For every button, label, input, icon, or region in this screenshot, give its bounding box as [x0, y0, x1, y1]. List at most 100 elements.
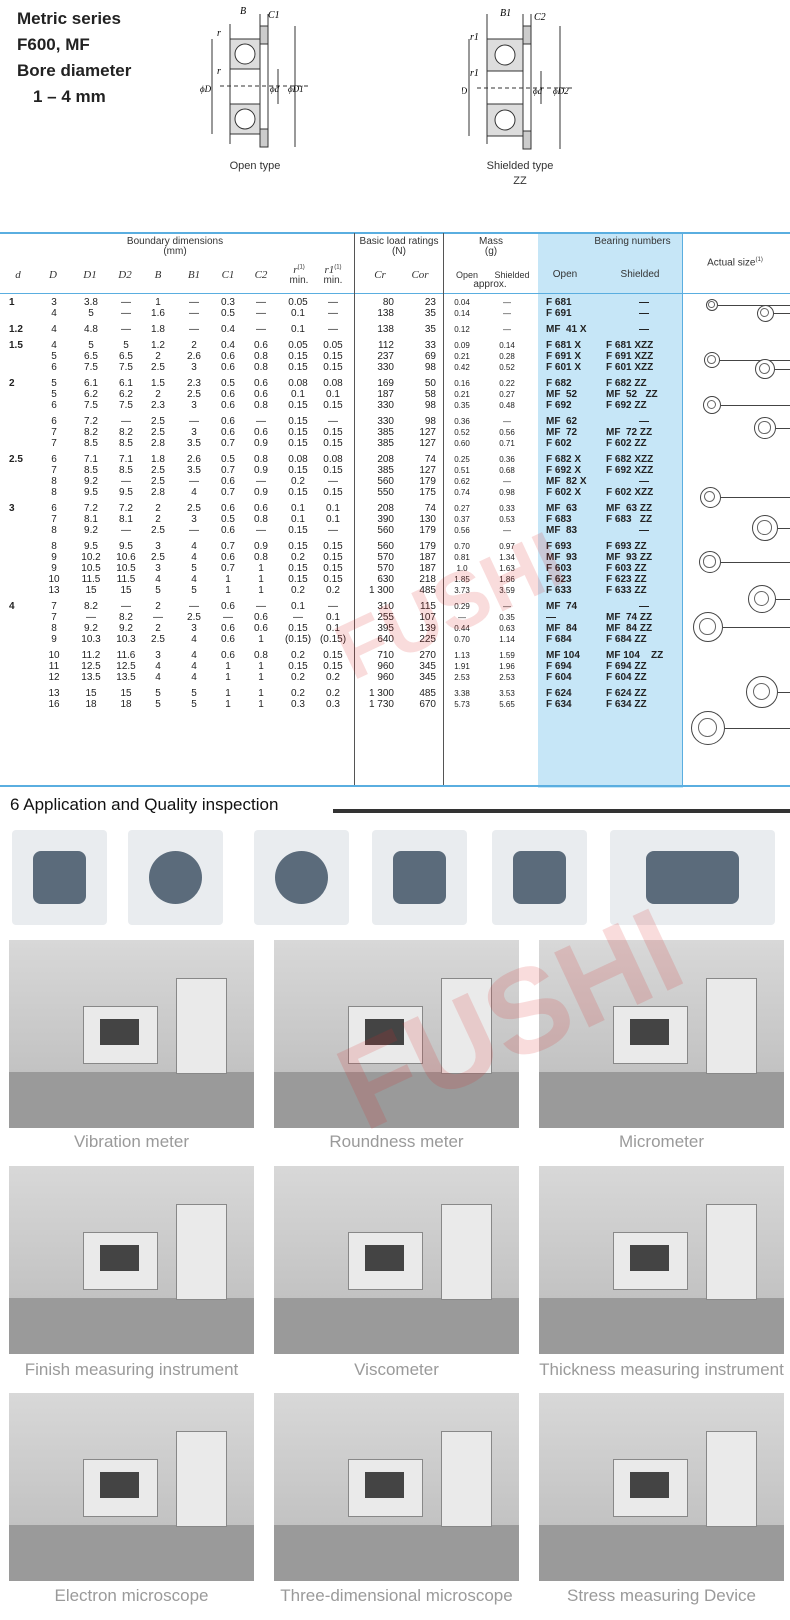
- bearing-number-shielded: —: [639, 416, 649, 427]
- table-cell: 1: [225, 672, 231, 683]
- table-cell: —: [189, 324, 199, 335]
- table-cell: 15: [85, 688, 97, 699]
- table-cell: 5: [88, 308, 94, 319]
- table-cell: 0.1: [291, 503, 305, 514]
- table-cell: 0.15: [323, 487, 343, 498]
- bearing-number-shielded: F 682 XZZ: [606, 454, 654, 465]
- table-cell: 11.5: [81, 574, 101, 585]
- table-cell: 0.8: [254, 400, 268, 411]
- table-cell: 0.6: [221, 525, 235, 536]
- table-cell: —: [503, 325, 511, 334]
- table-cell: 2.8: [151, 487, 165, 498]
- series-title: Metric series F600, MF Bore diameter 1 –…: [17, 6, 131, 110]
- table-cell: —: [121, 308, 131, 319]
- actual-size-header: Actual size(1): [707, 257, 763, 269]
- table-cell: 4: [51, 308, 57, 319]
- table-cell: 485: [419, 688, 436, 699]
- table-cell: 0.5: [221, 308, 235, 319]
- table-cell: 8: [51, 525, 57, 536]
- table-cell: 670: [419, 699, 436, 710]
- table-cell: 15: [120, 688, 132, 699]
- table-cell: 187: [377, 389, 394, 400]
- table-cell: 0.68: [499, 466, 515, 475]
- table-cell: 0.44: [454, 624, 470, 633]
- bearing-number-shielded: F 691 XZZ: [606, 351, 654, 362]
- table-cell: 0.6: [221, 476, 235, 487]
- table-cell: 255: [377, 612, 394, 623]
- table-cell: 0.1: [291, 601, 305, 612]
- table-cell: 570: [377, 552, 394, 563]
- table-cell: 6: [51, 416, 57, 427]
- table-cell: 179: [419, 541, 436, 552]
- table-cell: 0.6: [254, 612, 268, 623]
- shielded-type-caption: Shielded type: [486, 160, 554, 172]
- table-cell: 560: [377, 525, 394, 536]
- inspection-photo: [274, 1393, 519, 1581]
- table-cell: —: [503, 602, 511, 611]
- table-cell: 0.6: [221, 623, 235, 634]
- table-cell: 385: [377, 438, 394, 449]
- shielded-type-diagram: B1 C2 r1 r1 ϕD ϕd ϕD2: [462, 8, 572, 150]
- table-cell: 0.2: [291, 688, 305, 699]
- table-cell: 0.14: [454, 309, 470, 318]
- table-cell: 0.15: [323, 351, 343, 362]
- table-cell: 1 730: [368, 699, 394, 710]
- bearing-number-open: F 633: [546, 585, 572, 596]
- table-cell: 0.15: [288, 574, 308, 585]
- open-type-caption: Open type: [229, 160, 281, 172]
- table-cell: 2: [155, 351, 161, 362]
- bearing-number-shielded: —: [639, 476, 649, 487]
- table-cell: 2.5: [187, 503, 201, 514]
- table-cell: —: [121, 525, 131, 536]
- table-cell: —: [153, 612, 163, 623]
- table-cell: 0.9: [254, 438, 268, 449]
- table-cell: 225: [419, 634, 436, 645]
- table-cell: 2.5: [151, 525, 165, 536]
- table-cell: 6: [51, 503, 57, 514]
- table-cell: —: [86, 612, 96, 623]
- table-cell: —: [328, 297, 338, 308]
- bearing-number-open: F 601 X: [546, 362, 582, 373]
- table-cell: 179: [419, 476, 436, 487]
- table-cell: 0.08: [288, 454, 308, 465]
- table-cell: 960: [377, 672, 394, 683]
- table-cell: 385: [377, 427, 394, 438]
- bearing-number-shielded: MF 104 ZZ: [606, 650, 664, 661]
- table-cell: 1.63: [499, 564, 515, 573]
- table-cell: 330: [377, 362, 394, 373]
- table-cell: 0.08: [323, 378, 343, 389]
- table-cell: 0.15: [288, 525, 308, 536]
- table-cell: 1: [258, 672, 264, 683]
- table-cell: 0.29: [454, 602, 470, 611]
- table-cell: 1: [258, 661, 264, 672]
- bearing-number-open: MF 74: [546, 601, 578, 612]
- table-cell: 4.8: [84, 324, 98, 335]
- bearing-number-open: F 634: [546, 699, 572, 710]
- table-cell: 127: [419, 427, 436, 438]
- table-cell: 4: [51, 340, 57, 351]
- table-cell: 0.15: [288, 351, 308, 362]
- table-cell: 179: [419, 525, 436, 536]
- column-divider: [682, 233, 683, 785]
- title-line: Bore diameter: [17, 61, 132, 80]
- table-cell: 1.8: [151, 324, 165, 335]
- table-cell: 0.15: [288, 362, 308, 373]
- table-cell: 237: [377, 351, 394, 362]
- table-cell: 2.3: [187, 378, 201, 389]
- mass-unit: (g): [484, 246, 498, 257]
- table-cell: 0.15: [288, 438, 308, 449]
- actual-size-ring: [746, 676, 778, 708]
- table-cell: 2.5: [151, 465, 165, 476]
- table-cell: 2.5: [151, 427, 165, 438]
- col-bn-open: Open: [552, 269, 578, 280]
- table-cell: 11: [48, 661, 60, 672]
- table-cell: 0.3: [326, 699, 340, 710]
- table-cell: 1: [225, 574, 231, 585]
- table-cell: 6.5: [84, 351, 98, 362]
- table-cell: 0.6: [254, 389, 268, 400]
- table-cell: 0.6: [221, 601, 235, 612]
- table-cell: 112: [378, 340, 394, 351]
- table-cell: 3: [191, 427, 197, 438]
- bearing-number-shielded: F 624 ZZ: [606, 688, 647, 699]
- table-cell: 12.5: [81, 661, 101, 672]
